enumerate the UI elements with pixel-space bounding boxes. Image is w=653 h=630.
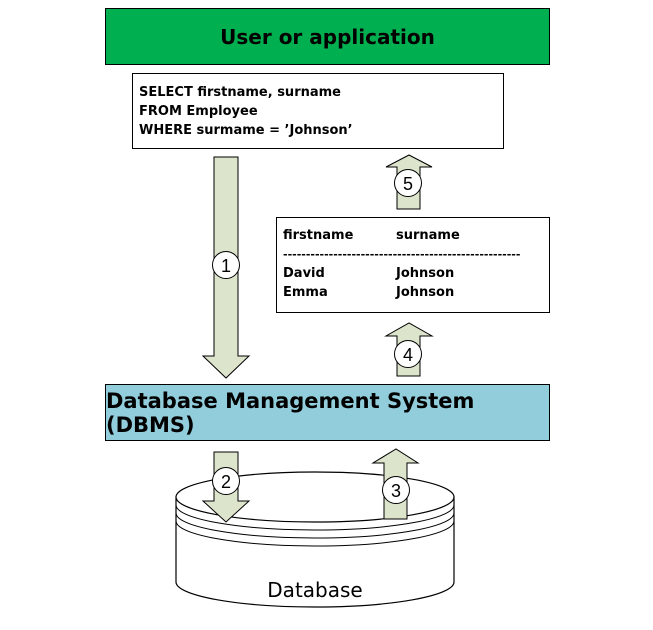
step-4-marker: 4 (394, 340, 422, 368)
step-3-marker: 3 (382, 476, 410, 504)
query-line-where: WHERE surmame = ’Johnson’ (139, 123, 353, 138)
dbms-label: Database Management System (DBMS) (106, 388, 475, 437)
result-header-firstname: firstname (283, 228, 354, 243)
step-5-marker: 5 (394, 169, 422, 197)
result-header-surname: surname (396, 228, 460, 243)
sql-query-box: SELECT firstname, surname FROM Employee … (132, 73, 504, 149)
user-or-application-box: User or application (105, 8, 550, 65)
step-1-number: 1 (221, 256, 231, 276)
query-line-from: FROM Employee (139, 104, 258, 119)
query-line-select: SELECT firstname, surname (139, 85, 341, 100)
user-or-application-label: User or application (220, 24, 435, 49)
step-2-marker: 2 (212, 467, 240, 495)
dbms-box: Database Management System (DBMS) (105, 384, 550, 441)
query-result-box: firstname surname ----------------------… (276, 217, 550, 313)
step-2-number: 2 (221, 472, 231, 492)
step-4-number: 4 (403, 345, 413, 365)
step-3-number: 3 (391, 481, 401, 501)
step-1-marker: 1 (212, 251, 240, 279)
result-row-1-firstname: David (283, 266, 325, 281)
result-row-2-firstname: Emma (283, 285, 328, 300)
database-label: Database (267, 578, 363, 602)
step-5-number: 5 (403, 174, 413, 194)
result-row-2-surname: Johnson (396, 285, 455, 300)
result-separator: ----------------------------------------… (283, 248, 521, 261)
result-row-1-surname: Johnson (396, 266, 455, 281)
